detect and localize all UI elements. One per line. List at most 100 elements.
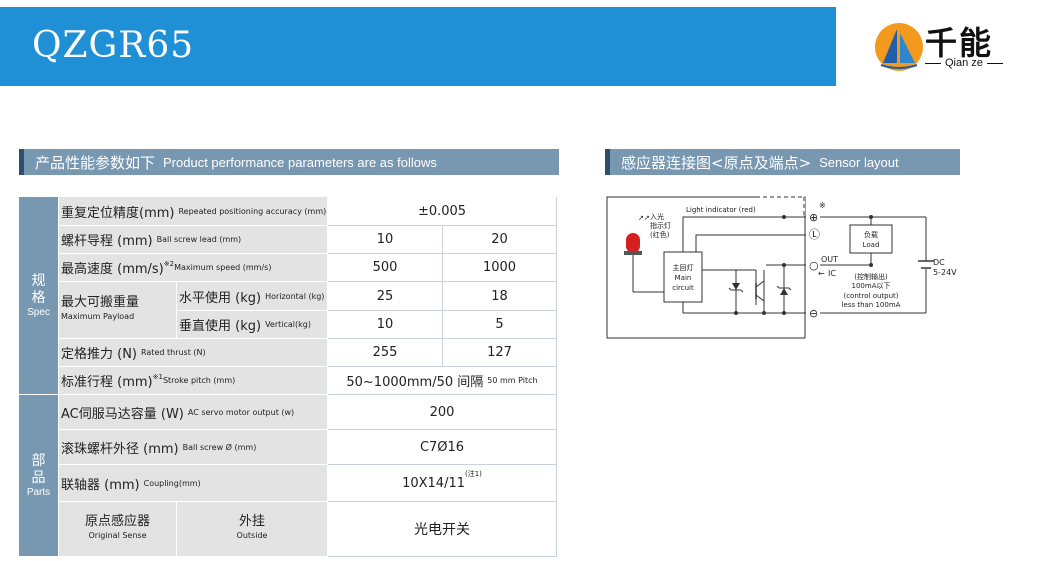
value-coupling: 10X14/11(注1) [328,465,557,502]
terminal-minus: ⊖ [809,307,818,320]
group-en: Parts [26,487,51,498]
label-cn: 滚珠螺杆外径 (mm) [61,441,179,457]
note-mark: ※ [819,201,826,210]
ctrl-en1: (control output) [843,292,898,300]
incident-cn1: 入光 [650,212,664,221]
group-char: 格 [31,290,46,306]
label-en: Coupling(mm) [143,478,201,488]
terminal-plus: ⊕ [809,211,818,224]
group-spec: 规 格 Spec [19,197,59,395]
value-lead-2: 20 [443,226,557,254]
logo: 千能 Qian ze [873,18,1023,78]
main-cn: 主回灯 [673,263,694,272]
light-indicator-label: Light indicator (red) [686,206,756,214]
label-cn: 原点感应器 [84,514,150,529]
dc-range: 5-24V [933,268,957,277]
group-char: 品 [31,470,46,486]
row-label-horizontal: 水平使用 (kg) Horizontal (kg) [177,282,328,311]
sensor-box [606,196,806,339]
label-cn: 最大可搬重量 [61,295,140,310]
transistor-icon [755,280,765,302]
header-bar: QZGR65 [0,7,836,86]
incident-cn2: 指示灯 [650,221,671,230]
main-en2: circuit [672,284,694,292]
label-cn: AC伺服马达容量 (W) [61,406,184,422]
row-label-mount: 外挂 Outside [177,502,328,557]
spec-section-header: 产品性能参数如下 Product performance parameters … [19,149,559,175]
note-mark: ※1 [152,372,163,381]
out-label: OUT [821,255,838,264]
group-char: 部 [31,453,46,469]
value-speed-2: 1000 [443,254,557,282]
value-origin: 光电开关 [328,502,557,557]
label-en: Horizontal (kg) [265,291,325,301]
value-vertical-1: 10 [328,311,443,339]
ctrl-cn2: 100mA以下 [852,282,891,290]
label-en: Outside [236,531,268,540]
row-label-thrust: 定格推力 (N) Rated thrust (N) [59,339,328,367]
group-char: 规 [31,273,46,289]
ctrl-en2: less than 100mA [842,301,901,309]
label-en: Maximum Payload [61,312,135,321]
load-box [849,224,893,254]
terminal-out-circle: ○ [809,259,819,272]
incident-cn3: (红色) [650,230,670,239]
value-stroke: 50~1000mm/50 间隔 50 mm Pitch [328,367,557,395]
label-en: Stroke pitch (mm) [162,376,236,385]
group-en: Spec [27,307,50,318]
value-vertical-2: 5 [443,311,557,339]
group-parts: 部 品 Parts [19,395,59,557]
section-title-en: Sensor layout [819,154,899,170]
label-cn: 螺杆导程 (mm) [61,234,153,249]
label-cn: 标准行程 (mm) [61,375,153,390]
value-repeat: ±0.005 [328,197,557,226]
load-cn: 负载 [864,230,878,239]
ctrl-cn1: (控制输出) [854,272,888,281]
label-en: Repeated positioning accuracy (mm) [178,206,327,216]
label-cn: 外挂 [238,514,265,529]
red-led-icon [624,233,642,292]
logo-sail-icon [875,23,923,71]
row-label-speed: 最高速度 (mm/s)※2 Maximum speed (mm/s) [59,254,328,282]
label-en: Rated thrust (N) [141,348,206,357]
sensor-wiring-diagram: ↗↗ 入光 指示灯 (红色) Light indicator (red) 主回灯… [606,196,957,339]
dc-label: DC [933,258,945,267]
label-cn: 水平使用 (kg) [179,290,262,306]
zener-diode-icon [728,283,744,293]
section-marker [605,149,610,175]
section-title-cn: 产品性能参数如下 [35,153,156,172]
value-horizontal-1: 25 [328,282,443,311]
spec-table: 规 格 Spec 部 品 Parts 重复定位精度(mm) Repeated p… [19,197,557,557]
label-en: Original Sense [88,531,147,540]
label-cn: 重复定位精度(mm) [61,205,175,221]
label-cn: 最高速度 (mm/s) [61,262,164,277]
value-speed-1: 500 [328,254,443,282]
arrow-mark: ↗↗ [638,214,650,222]
value-thrust-2: 127 [443,339,557,367]
main-circuit-box [663,251,703,303]
row-label-stroke: 标准行程 (mm)※1 Stroke pitch (mm) [59,367,328,395]
value-motor: 200 [328,395,557,430]
label-cn: 联轴器 (mm) [61,477,140,493]
value-lead-1: 10 [328,226,443,254]
row-label-lead: 螺杆导程 (mm) Ball screw lead (mm) [59,226,328,254]
note-mark: (注1) [465,470,482,478]
ic-label: IC [828,269,836,278]
load-en: Load [863,241,880,249]
terminal-l: Ⓛ [809,228,820,241]
value-thrust-1: 255 [328,339,443,367]
sensor-section-header: 感应器连接图<原点及端点> Sensor layout [605,149,960,175]
value-horizontal-2: 18 [443,282,557,311]
zener-diode-icon [776,285,792,295]
value-text-en: 50 mm Pitch [487,376,538,385]
page-title: QZGR65 [32,25,195,66]
value-text: 50~1000mm/50 间隔 [346,375,484,390]
section-title-en: Product performance parameters are as fo… [163,154,437,170]
logo-text-en: Qian ze [921,57,1007,69]
logo-text-cn: 千能 [925,24,994,62]
section-marker [19,149,24,175]
battery-icon [918,260,934,269]
value-text: 10X14/11 [402,475,465,491]
main-en1: Main [675,274,692,282]
row-label-payload: 最大可搬重量 Maximum Payload [59,282,177,339]
